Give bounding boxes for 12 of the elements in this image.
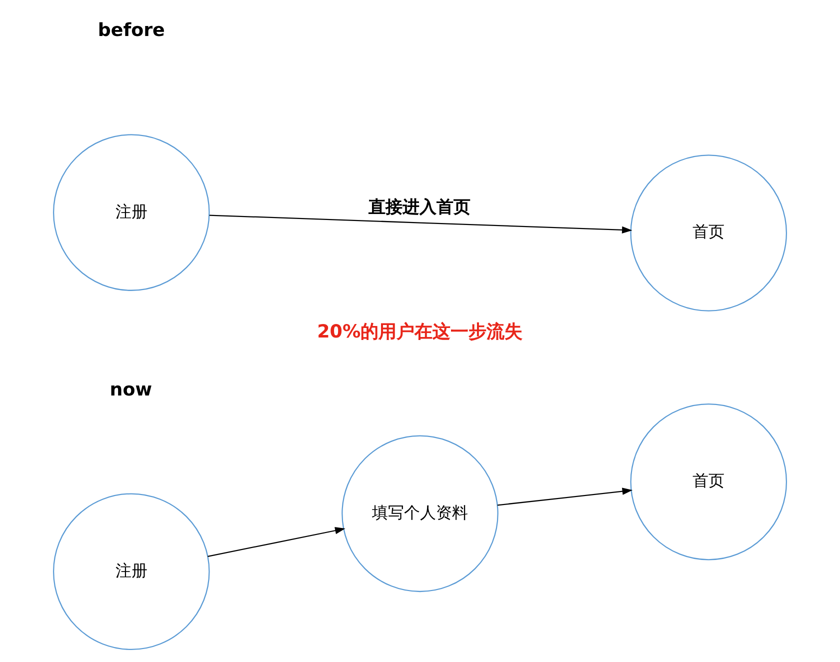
- label: now: [110, 379, 152, 400]
- node-circle: 注册: [52, 134, 210, 291]
- arrow: [209, 214, 632, 234]
- label: before: [98, 20, 165, 42]
- arrow: [208, 527, 346, 557]
- arrow: [497, 488, 633, 506]
- node-circle: 填写个人资料: [342, 435, 498, 592]
- node-circle: 首页: [630, 403, 788, 560]
- node-circle: 注册: [52, 493, 210, 650]
- label: 20%的用户在这一步流失: [317, 321, 523, 342]
- node-circle: 首页: [630, 154, 788, 312]
- edge-label: 直接进入首页: [368, 198, 470, 218]
